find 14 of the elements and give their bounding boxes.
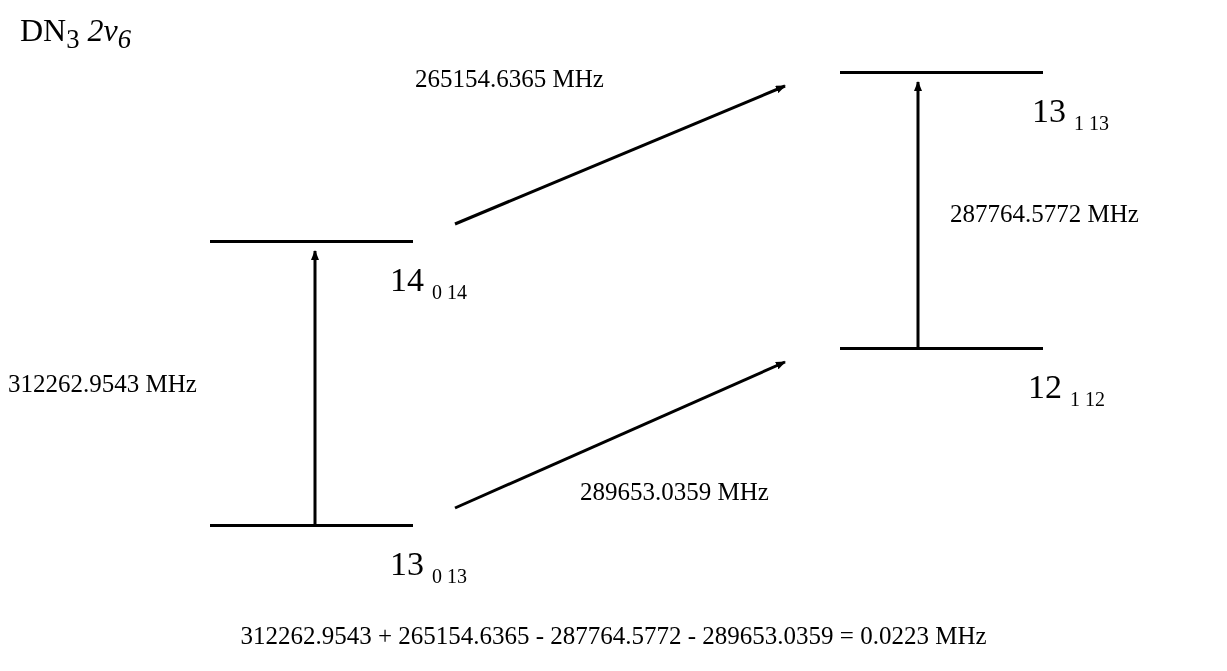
frequency-label: 312262.9543 MHz <box>8 370 197 398</box>
level-label: 13$_{0 13}$ <box>390 545 467 588</box>
frequency-label: 289653.0359 MHz <box>580 478 769 506</box>
equation-caption: 312262.9543 + 265154.6365 - 287764.5772 - 289653.0359 = 0.0223 MHz <box>239 622 988 650</box>
level-label: 14$_{0 14}$ <box>390 261 467 304</box>
level-label: 13$_{1 13}$ <box>1032 92 1109 135</box>
transition-arrow <box>454 360 786 510</box>
frequency-label: 265154.6365 MHz <box>415 65 604 93</box>
level-label: 12$_{1 12}$ <box>1028 368 1105 411</box>
transition-arrow <box>914 81 922 347</box>
transition-arrow <box>311 250 319 524</box>
frequency-label: 287764.5772 MHz <box>950 200 1139 228</box>
diagram-title: DN$_{3}$ 2v$_{6}$ <box>20 12 132 56</box>
transition-arrow <box>454 84 786 226</box>
